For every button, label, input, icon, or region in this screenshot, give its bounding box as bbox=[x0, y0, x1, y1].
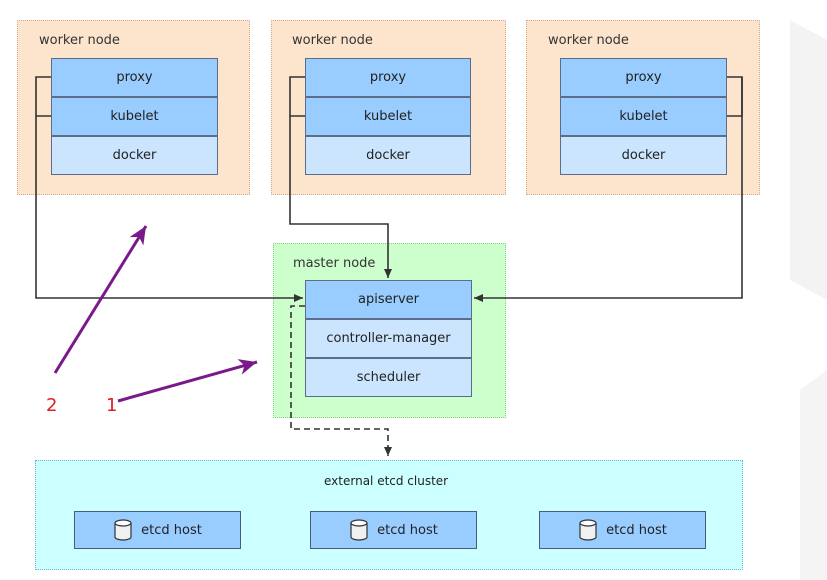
worker-node-title: worker node bbox=[292, 33, 373, 48]
docker-box: docker bbox=[51, 136, 218, 175]
worker3-bracket-line bbox=[727, 76, 743, 117]
annotation-label-1: 1 bbox=[106, 395, 118, 416]
worker-node-title: worker node bbox=[39, 33, 120, 48]
kubelet-box: kubelet bbox=[560, 97, 727, 136]
controller-manager-box: controller-manager bbox=[305, 319, 472, 358]
worker1-bracket-line bbox=[35, 76, 51, 117]
etcd-host-label: etcd host bbox=[606, 522, 667, 538]
database-icon bbox=[350, 519, 368, 541]
annotation-arrow-1 bbox=[117, 359, 258, 403]
etcd-cluster-title: external etcd cluster bbox=[324, 474, 449, 488]
scheduler-box: scheduler bbox=[305, 358, 472, 397]
docker-box: docker bbox=[560, 136, 727, 175]
annotation-arrow-2 bbox=[53, 225, 148, 374]
etcd-host-1: etcd host bbox=[74, 511, 241, 549]
etcd-host-2: etcd host bbox=[310, 511, 477, 549]
proxy-box: proxy bbox=[51, 58, 218, 97]
database-icon bbox=[114, 519, 132, 541]
proxy-box: proxy bbox=[305, 58, 471, 97]
worker3-to-apiserver-arrow bbox=[474, 77, 743, 302]
worker2-to-apiserver-arrow bbox=[289, 116, 392, 278]
etcd-host-3: etcd host bbox=[539, 511, 706, 549]
proxy-box: proxy bbox=[560, 58, 727, 97]
annotation-label-2: 2 bbox=[46, 395, 58, 416]
master-node-title: master node bbox=[293, 256, 376, 271]
kubelet-box: kubelet bbox=[51, 97, 218, 136]
kubelet-box: kubelet bbox=[305, 97, 471, 136]
apiserver-box: apiserver bbox=[305, 280, 472, 319]
worker-node-title: worker node bbox=[548, 33, 629, 48]
worker1-to-apiserver-arrow bbox=[35, 116, 303, 302]
docker-box: docker bbox=[305, 136, 471, 175]
worker2-bracket-line bbox=[289, 76, 305, 117]
apiserver-to-etcd-arrow bbox=[290, 305, 392, 456]
etcd-host-label: etcd host bbox=[141, 522, 202, 538]
database-icon bbox=[579, 519, 597, 541]
etcd-host-label: etcd host bbox=[377, 522, 438, 538]
